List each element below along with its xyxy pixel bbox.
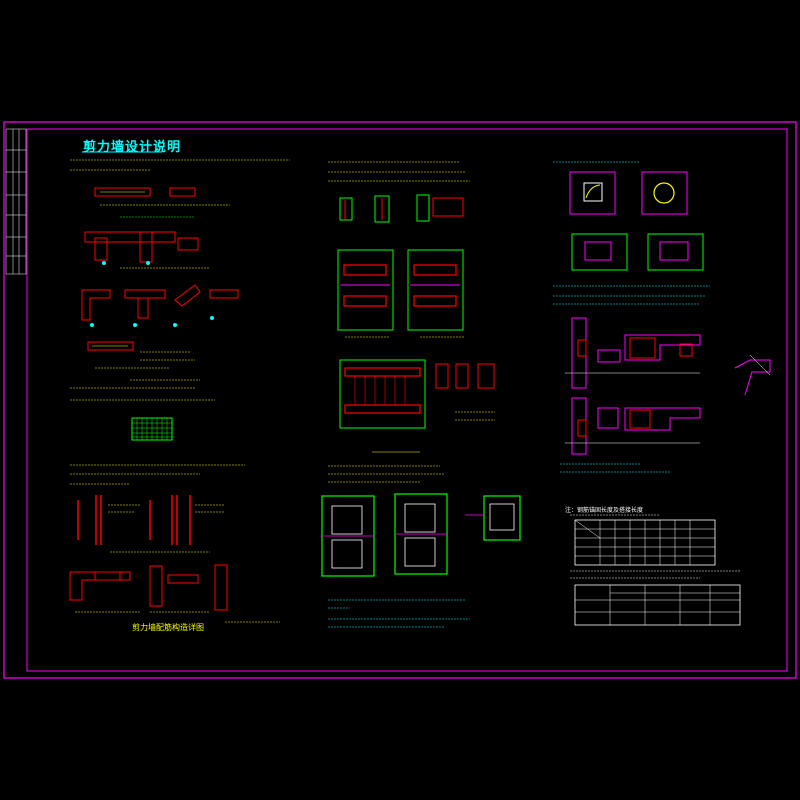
beam-reinforcement-detail	[339, 359, 426, 453]
wall-section-detail	[87, 341, 200, 381]
opening-reinforcement-details	[321, 493, 521, 577]
column-2-notes	[328, 161, 470, 182]
boundary-element-detail	[69, 564, 280, 623]
outer-frame	[3, 121, 797, 679]
column-2-notes-bottom	[328, 599, 470, 628]
anchorage-length-table	[570, 514, 741, 626]
lap-splice-detail	[77, 495, 225, 553]
table-caption: 注：钢筋锚固长度及搭接长度	[565, 507, 644, 514]
inner-frame	[26, 128, 788, 672]
coupling-beam-elevation-2	[407, 249, 465, 338]
embedded-sleeve-details	[569, 171, 704, 271]
binding-strip	[5, 128, 27, 275]
wall-junction-detail-2	[81, 284, 239, 327]
column-3-notes-lower	[560, 463, 670, 473]
beam-section-details	[435, 363, 495, 421]
wall-beam-connection-details	[565, 317, 771, 455]
column-3-notes-mid	[553, 285, 710, 305]
coupling-beam-elevation-1	[337, 249, 394, 338]
detail-title: 剪力墙配筋构造详图	[132, 623, 204, 632]
mesh-grid-detail	[131, 417, 173, 441]
drawing-title: 剪力墙设计说明	[83, 140, 182, 155]
column-1-notes	[70, 159, 290, 485]
opening-detail-small	[339, 194, 464, 223]
wall-junction-detail-1	[84, 187, 230, 269]
column-2-notes-lower	[328, 465, 445, 483]
